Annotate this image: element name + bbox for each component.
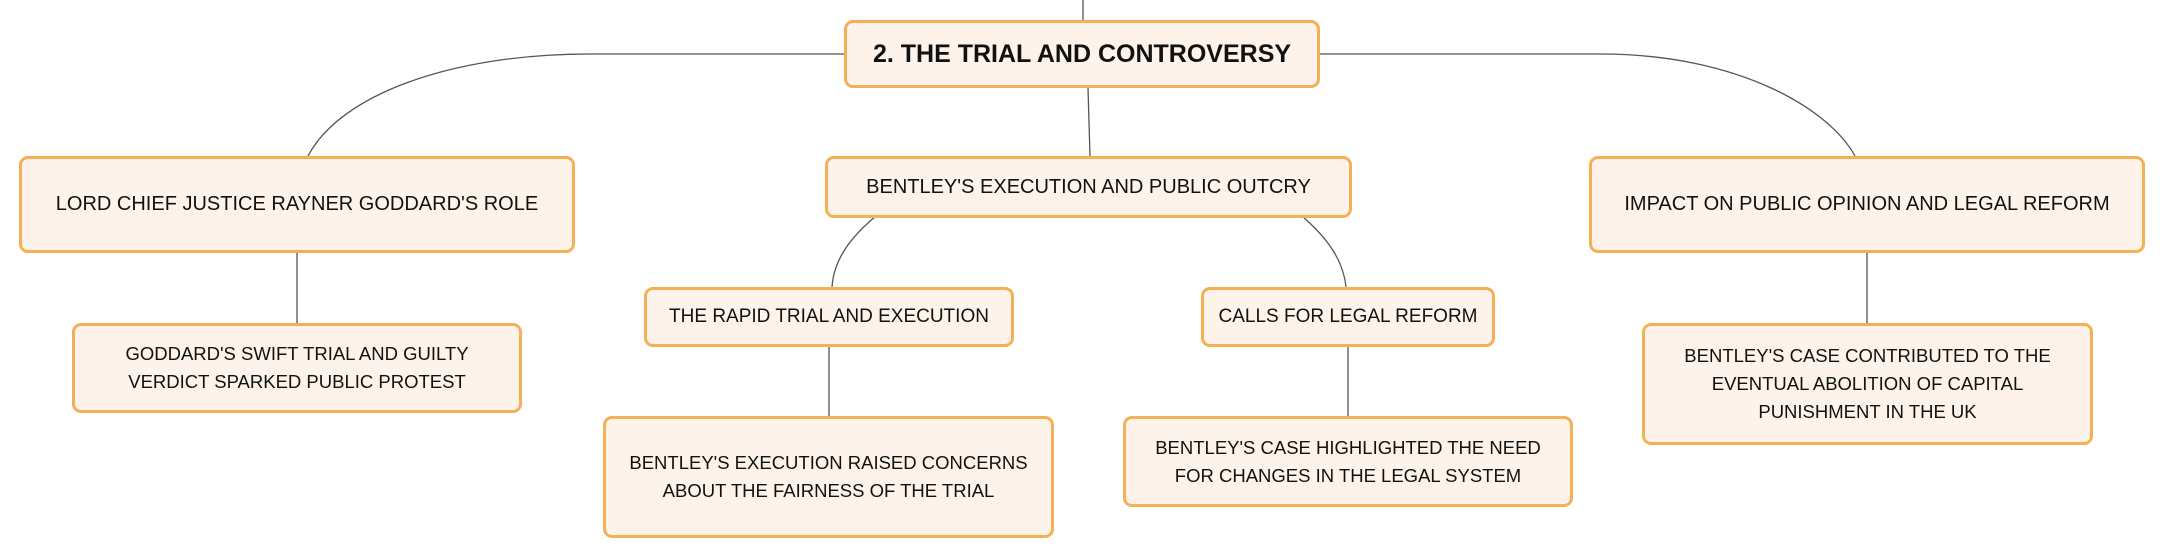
topic-goddard-role-node[interactable]: LORD CHIEF JUSTICE RAYNER GODDARD'S ROLE xyxy=(19,156,575,253)
detail-abolition-node[interactable]: BENTLEY'S CASE CONTRIBUTED TO THE EVENTU… xyxy=(1642,323,2093,445)
topic-impact-node[interactable]: IMPACT ON PUBLIC OPINION AND LEGAL REFOR… xyxy=(1589,156,2145,253)
connector-execution-to-legal-reform xyxy=(1301,215,1347,288)
detail-abolition-label: BENTLEY'S CASE CONTRIBUTED TO THE EVENTU… xyxy=(1684,345,2051,422)
subtopic-legal-reform-node[interactable]: CALLS FOR LEGAL REFORM xyxy=(1201,287,1495,347)
topic-goddard-role-label: LORD CHIEF JUSTICE RAYNER GODDARD'S ROLE xyxy=(55,193,539,215)
connector-root-to-bentley-execution xyxy=(1087,87,1091,157)
detail-legal-system-node[interactable]: BENTLEY'S CASE HIGHLIGHTED THE NEED FOR … xyxy=(1123,416,1573,507)
detail-legal-system-label: BENTLEY'S CASE HIGHLIGHTED THE NEED FOR … xyxy=(1155,436,1541,486)
detail-goddard-verdict-node[interactable]: GODDARD'S SWIFT TRIAL AND GUILTY VERDICT… xyxy=(72,323,522,413)
connector-root-to-goddard-role xyxy=(307,53,844,157)
subtopic-rapid-trial-label: THE RAPID TRIAL AND EXECUTION xyxy=(669,306,989,327)
detail-trial-fairness-label: BENTLEY'S EXECUTION RAISED CONCERNS ABOU… xyxy=(629,452,1028,501)
topic-bentley-execution-node[interactable]: BENTLEY'S EXECUTION AND PUBLIC OUTCRY xyxy=(825,156,1352,218)
detail-trial-fairness-node[interactable]: BENTLEY'S EXECUTION RAISED CONCERNS ABOU… xyxy=(603,416,1054,538)
subtopic-legal-reform-label: CALLS FOR LEGAL REFORM xyxy=(1218,306,1478,327)
topic-bentley-execution-label: BENTLEY'S EXECUTION AND PUBLIC OUTCRY xyxy=(866,175,1311,198)
topic-impact-label: IMPACT ON PUBLIC OPINION AND LEGAL REFOR… xyxy=(1624,193,2110,215)
detail-goddard-verdict-label: GODDARD'S SWIFT TRIAL AND GUILTY VERDICT… xyxy=(125,343,469,392)
root-topic-label: 2. THE TRIAL AND CONTROVERSY xyxy=(872,39,1292,68)
connector-root-to-impact xyxy=(1320,53,1856,157)
subtopic-rapid-trial-node[interactable]: THE RAPID TRIAL AND EXECUTION xyxy=(644,287,1014,347)
root-topic-node[interactable]: 2. THE TRIAL AND CONTROVERSY xyxy=(844,20,1320,88)
connector-execution-to-rapid-trial xyxy=(831,215,877,288)
